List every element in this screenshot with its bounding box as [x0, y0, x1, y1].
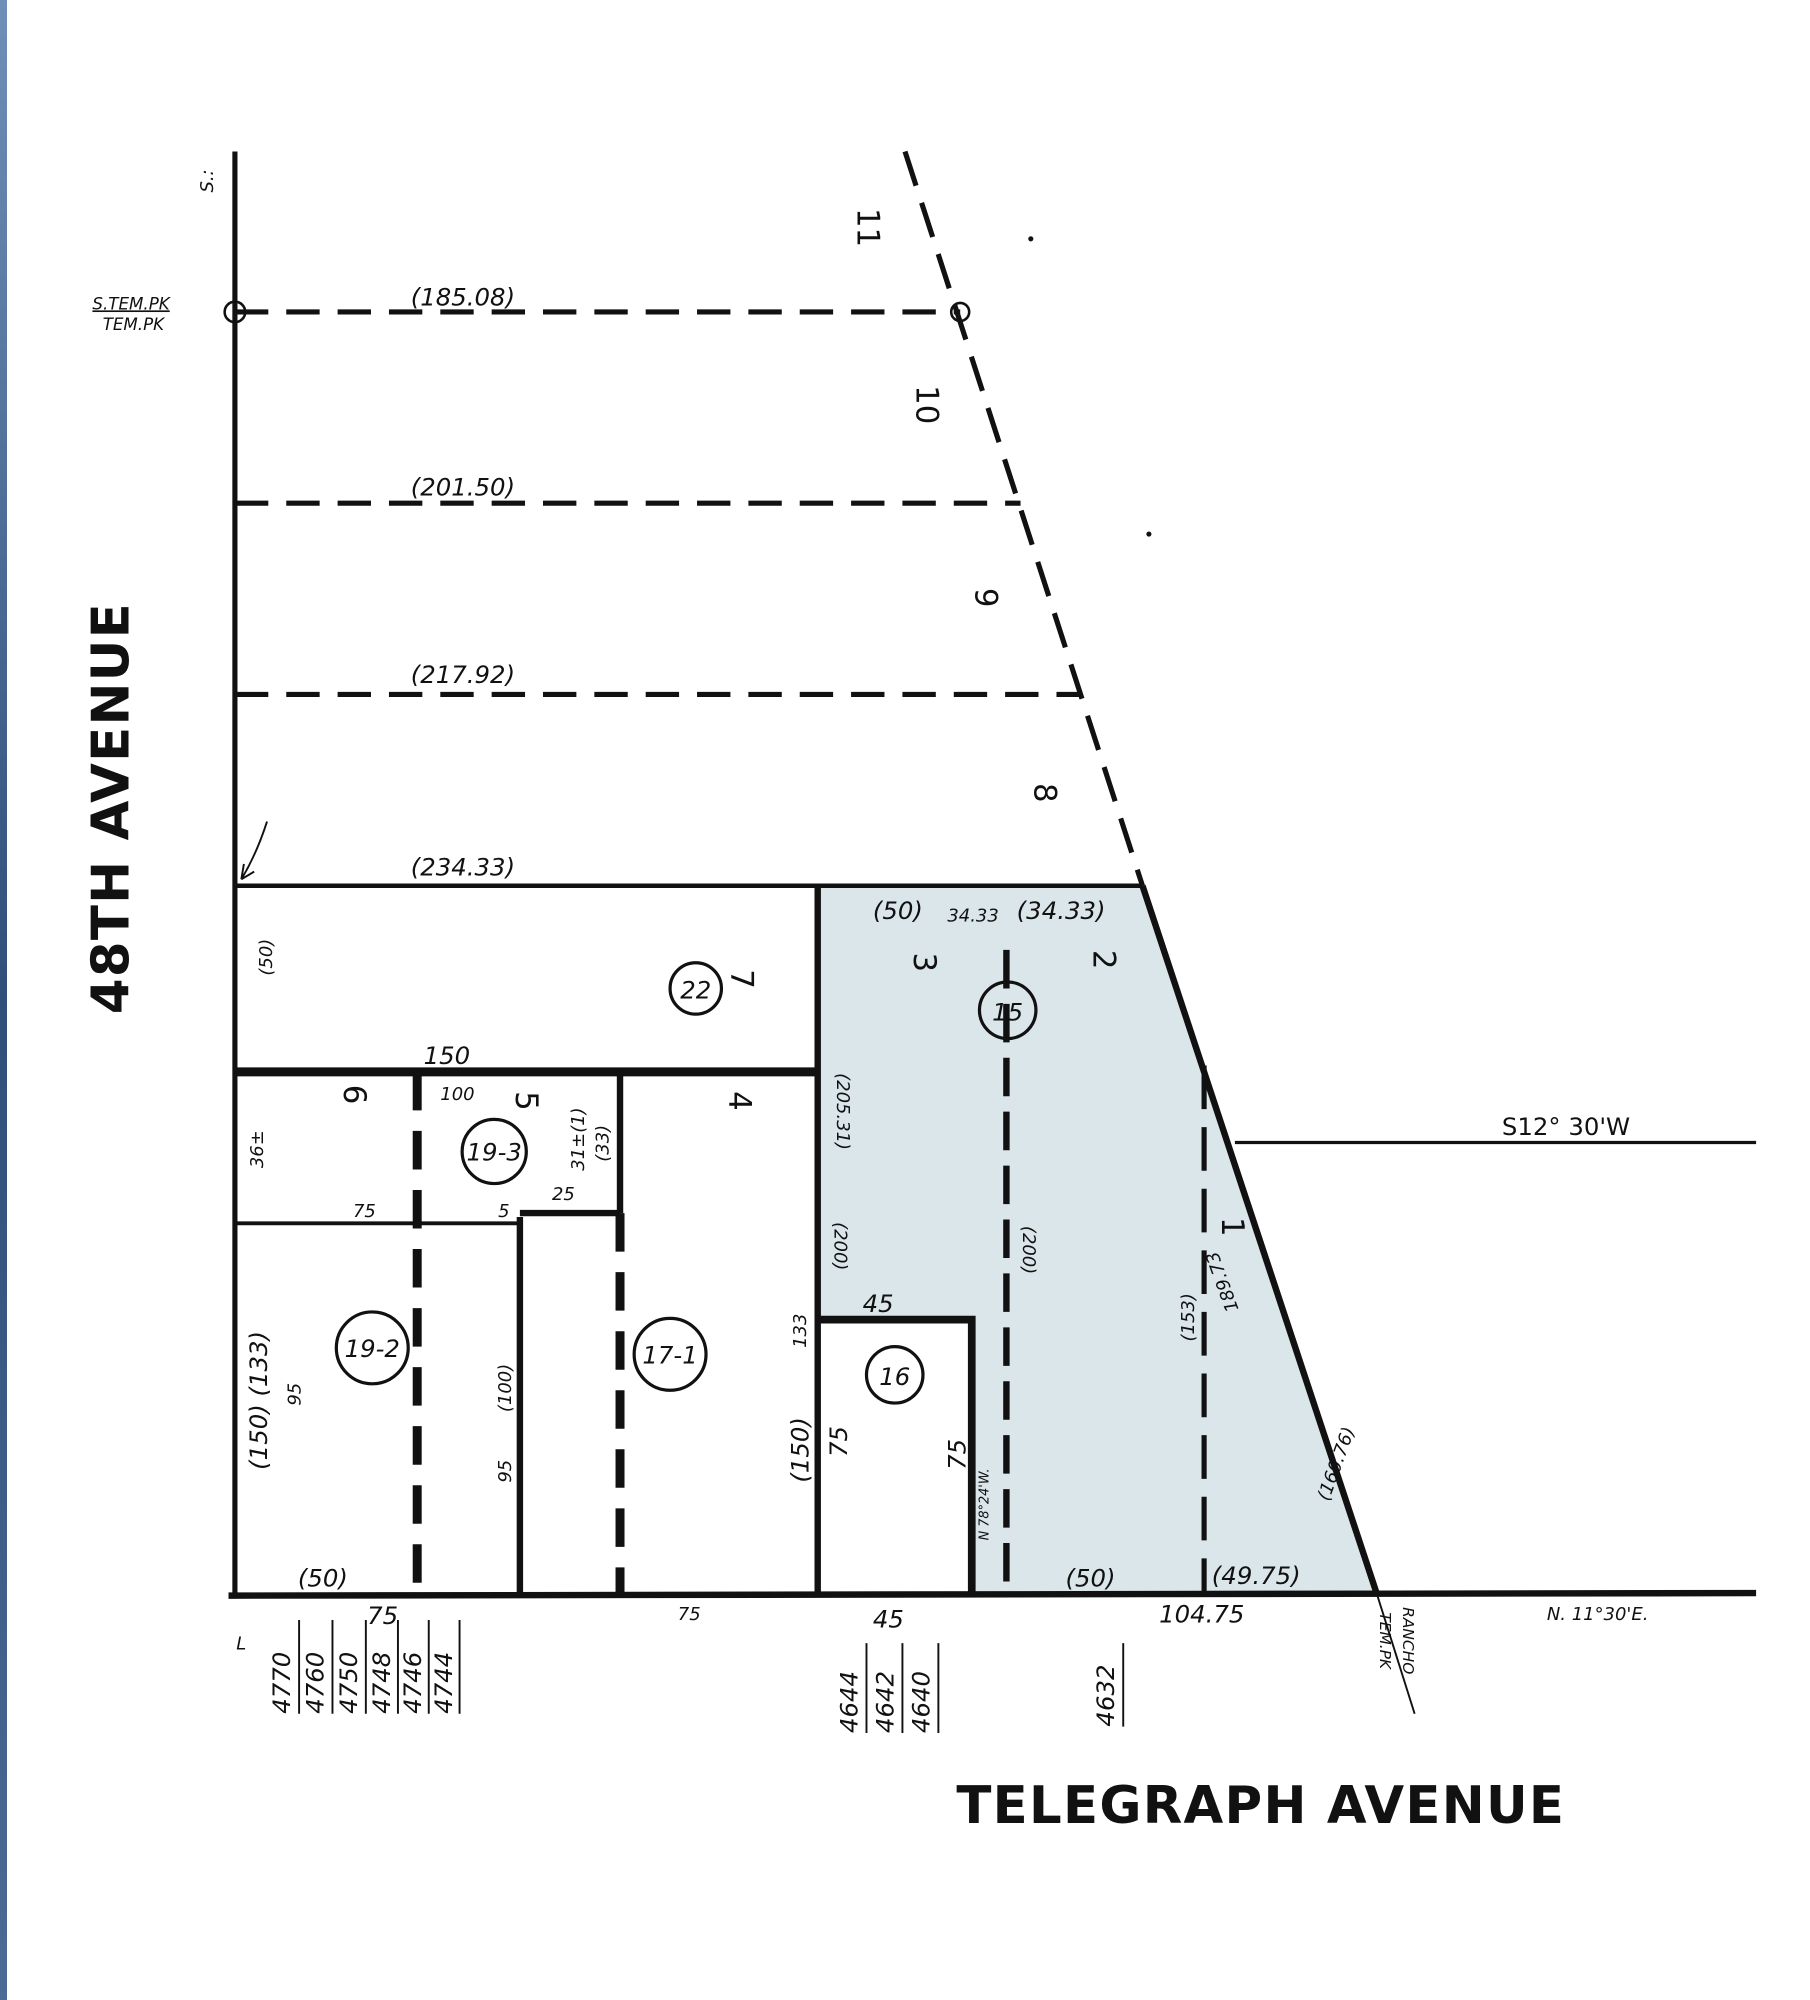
svg-text:95: 95 — [495, 1460, 516, 1483]
svg-text:(50): (50) — [256, 939, 277, 976]
svg-text:4750: 4750 — [334, 1652, 363, 1714]
label-tem-pk: TEM.PK — [103, 315, 166, 334]
svg-text:104.75: 104.75 — [1159, 1600, 1244, 1629]
svg-text:4748: 4748 — [367, 1652, 396, 1714]
parcel-lines — [228, 150, 1757, 1715]
svg-text:45: 45 — [863, 1289, 894, 1318]
svg-text:2: 2 — [1086, 950, 1122, 970]
svg-text:75: 75 — [353, 1201, 376, 1222]
label-rancho: RANCHO — [1399, 1607, 1417, 1674]
bearing-inner: N 78°24'W. — [977, 1468, 992, 1540]
svg-text:100: 100 — [440, 1084, 474, 1105]
parcel-17-1[interactable]: 17-1 — [632, 1316, 708, 1392]
street-telegraph-avenue: TELEGRAPH AVENUE — [956, 1776, 1565, 1836]
svg-text:(150): (150) — [786, 1417, 815, 1483]
svg-text:(50): (50) — [298, 1564, 348, 1593]
svg-text:31±(1): 31±(1) — [568, 1107, 589, 1170]
parcel-number: 16 — [879, 1362, 910, 1391]
svg-text:34.33: 34.33 — [947, 906, 998, 927]
parcel-number: 19-3 — [467, 1137, 522, 1166]
svg-text:8: 8 — [1027, 783, 1063, 803]
svg-text:4632: 4632 — [1091, 1665, 1120, 1727]
svg-text:4770: 4770 — [267, 1652, 296, 1714]
monument-icon — [949, 301, 971, 323]
label-rancho-tem-pk: TEM.PK — [1376, 1612, 1394, 1671]
svg-text:75: 75 — [678, 1604, 701, 1625]
svg-text:5: 5 — [498, 1201, 509, 1222]
svg-text:75: 75 — [824, 1426, 853, 1457]
bearing-south: N. 11°30'E. — [1547, 1604, 1649, 1625]
svg-text:4642: 4642 — [870, 1671, 899, 1733]
svg-text:(100): (100) — [495, 1364, 516, 1412]
svg-text:7: 7 — [724, 969, 760, 989]
svg-text:9: 9 — [968, 588, 1004, 608]
svg-text:(205.31): (205.31) — [832, 1073, 853, 1150]
parcel-22[interactable]: 22 — [668, 961, 724, 1016]
svg-text:150: 150 — [424, 1041, 471, 1070]
svg-text:45: 45 — [873, 1605, 904, 1634]
parcel-number: 15 — [992, 998, 1023, 1027]
parcel-16[interactable]: 16 — [864, 1344, 925, 1405]
parcel-15[interactable]: 15 — [977, 980, 1038, 1041]
lot-numbers: 11 10 9 8 7 6 5 4 3 2 1 — [336, 208, 1250, 1237]
address-numbers: L 4770 4760 4750 4748 4746 4744 4644 464… — [236, 1620, 1125, 1733]
svg-text:3: 3 — [906, 953, 942, 973]
parcel-number: 22 — [680, 976, 711, 1005]
svg-text:75: 75 — [942, 1439, 971, 1470]
svg-text:(150) (133): (150) (133) — [244, 1331, 273, 1470]
svg-text:(185.08): (185.08) — [411, 283, 515, 312]
svg-text:4640: 4640 — [906, 1671, 935, 1733]
svg-text:25: 25 — [552, 1184, 575, 1205]
svg-text:10: 10 — [909, 385, 945, 424]
svg-text:133: 133 — [790, 1314, 811, 1348]
svg-text:95: 95 — [284, 1383, 305, 1406]
bearing-east: S12° 30'W — [1502, 1112, 1630, 1141]
parcel-19-3[interactable]: 19-3 — [460, 1117, 528, 1186]
svg-text:(201.50): (201.50) — [411, 473, 515, 502]
page-edge — [0, 0, 7, 2000]
svg-text:11: 11 — [850, 208, 886, 247]
svg-text:6: 6 — [336, 1085, 372, 1105]
svg-text:5: 5 — [508, 1091, 544, 1111]
svg-text:(34.33): (34.33) — [1017, 896, 1106, 925]
svg-text:(50): (50) — [1065, 1564, 1115, 1593]
svg-text:(49.75): (49.75) — [1212, 1561, 1301, 1590]
parcel-number: 17-1 — [642, 1340, 697, 1369]
parcel-15-highlight[interactable] — [817, 885, 1378, 1596]
svg-text:(200): (200) — [1018, 1226, 1039, 1274]
parcel-19-2[interactable]: 19-2 — [334, 1310, 410, 1386]
svg-text:(234.33): (234.33) — [411, 852, 515, 881]
svg-text:(153): (153) — [1178, 1293, 1199, 1341]
svg-text:4744: 4744 — [429, 1652, 458, 1714]
svg-text:(50): (50) — [873, 896, 923, 925]
label-top-mark: S.: — [197, 169, 218, 192]
street-48th-avenue: 48TH AVENUE — [81, 602, 141, 1014]
svg-text:4760: 4760 — [300, 1652, 329, 1714]
svg-text:36±: 36± — [247, 1130, 268, 1168]
svg-text:(33): (33) — [592, 1125, 613, 1162]
svg-text:(217.92): (217.92) — [411, 660, 515, 689]
svg-text:4644: 4644 — [835, 1671, 864, 1733]
svg-text:75: 75 — [367, 1601, 398, 1630]
svg-text:L: L — [236, 1634, 246, 1655]
svg-text:1: 1 — [1214, 1217, 1250, 1237]
monument-icon — [223, 300, 247, 324]
svg-text:4: 4 — [721, 1091, 757, 1111]
svg-text:(200): (200) — [829, 1222, 850, 1270]
label-s-tem-pk: S.TEM.PK — [92, 294, 171, 313]
svg-text:4746: 4746 — [398, 1652, 427, 1714]
parcel-number: 19-2 — [345, 1334, 400, 1363]
